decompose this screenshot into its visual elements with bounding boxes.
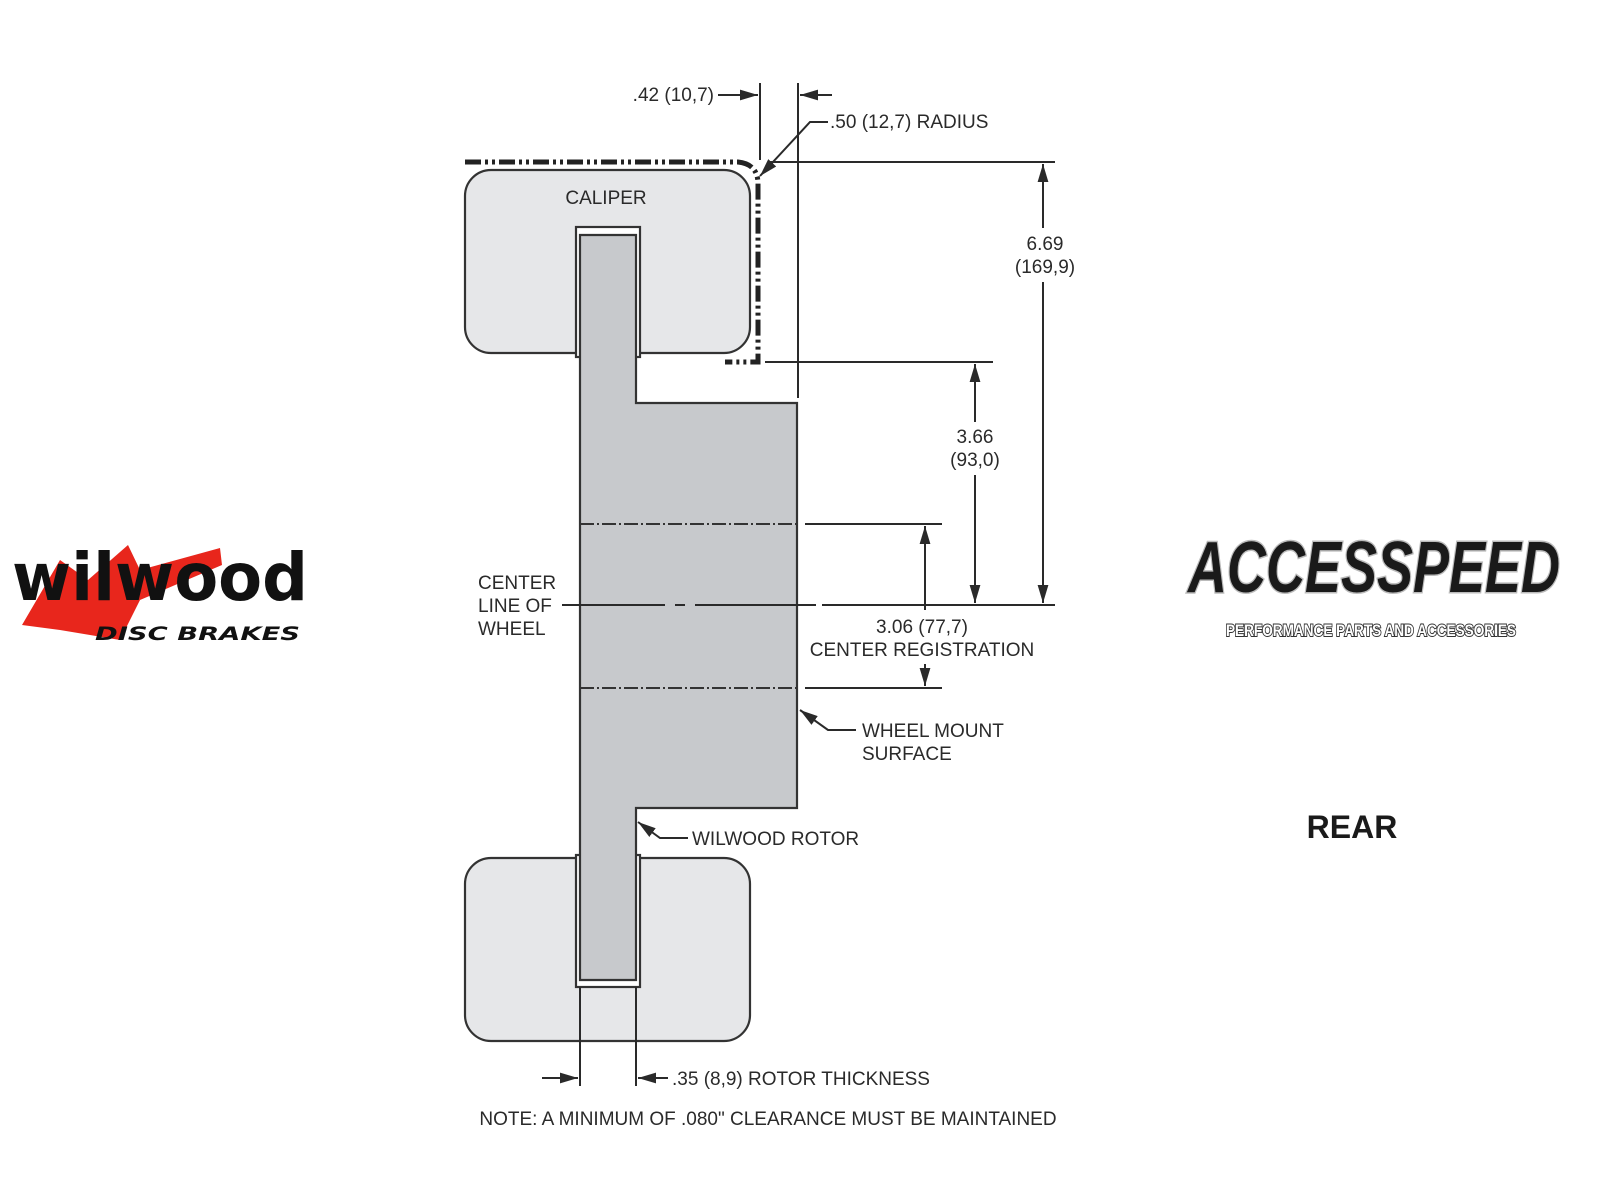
centerline-label-1: CENTER <box>478 573 556 594</box>
center-reg-label: CENTER REGISTRATION <box>810 640 1035 661</box>
wheel-mount-label-1: WHEEL MOUNT <box>862 721 1004 742</box>
centerline-label-3: WHEEL <box>478 619 546 640</box>
clearance-envelope <box>465 159 761 365</box>
wilwood-rotor-shape <box>578 233 799 982</box>
offset-dim-label: .42 (10,7) <box>633 85 714 106</box>
svg-text:ACCESSPEED: ACCESSPEED <box>1187 528 1560 608</box>
upper-dim-mm: (93,0) <box>950 450 1000 471</box>
caliper-label: CALIPER <box>565 188 646 209</box>
wheel-mount-leader <box>799 709 856 731</box>
radius-leader <box>759 121 828 177</box>
centerline-label-2: LINE OF <box>478 596 552 617</box>
svg-text:wilwood: wilwood <box>12 539 308 616</box>
overall-dim-in: 6.69 <box>1027 234 1064 255</box>
upper-dim-in: 3.66 <box>957 427 994 448</box>
svg-text:DISC BRAKES: DISC BRAKES <box>95 623 300 645</box>
wheel-mount-label-2: SURFACE <box>862 744 952 765</box>
rotor-leader <box>637 821 688 839</box>
rotor-thickness-label: .35 (8,9) ROTOR THICKNESS <box>672 1069 930 1090</box>
wilwood-logo: wilwood DISC BRAKES <box>12 539 308 645</box>
center-reg-dim: 3.06 (77,7) <box>876 617 968 638</box>
overall-dim-mm: (169,9) <box>1015 257 1075 278</box>
clearance-note: NOTE: A MINIMUM OF .080" CLEARANCE MUST … <box>479 1109 1056 1130</box>
rotor-label: WILWOOD ROTOR <box>692 829 859 850</box>
svg-text:PERFORMANCE PARTS AND ACCESSOR: PERFORMANCE PARTS AND ACCESSORIES <box>1226 621 1516 640</box>
position-label: REAR <box>1307 809 1398 845</box>
radius-dim-label: .50 (12,7) RADIUS <box>830 112 988 133</box>
accesspeed-logo: ACCESSPEED PERFORMANCE PARTS AND ACCESSO… <box>1185 527 1561 642</box>
